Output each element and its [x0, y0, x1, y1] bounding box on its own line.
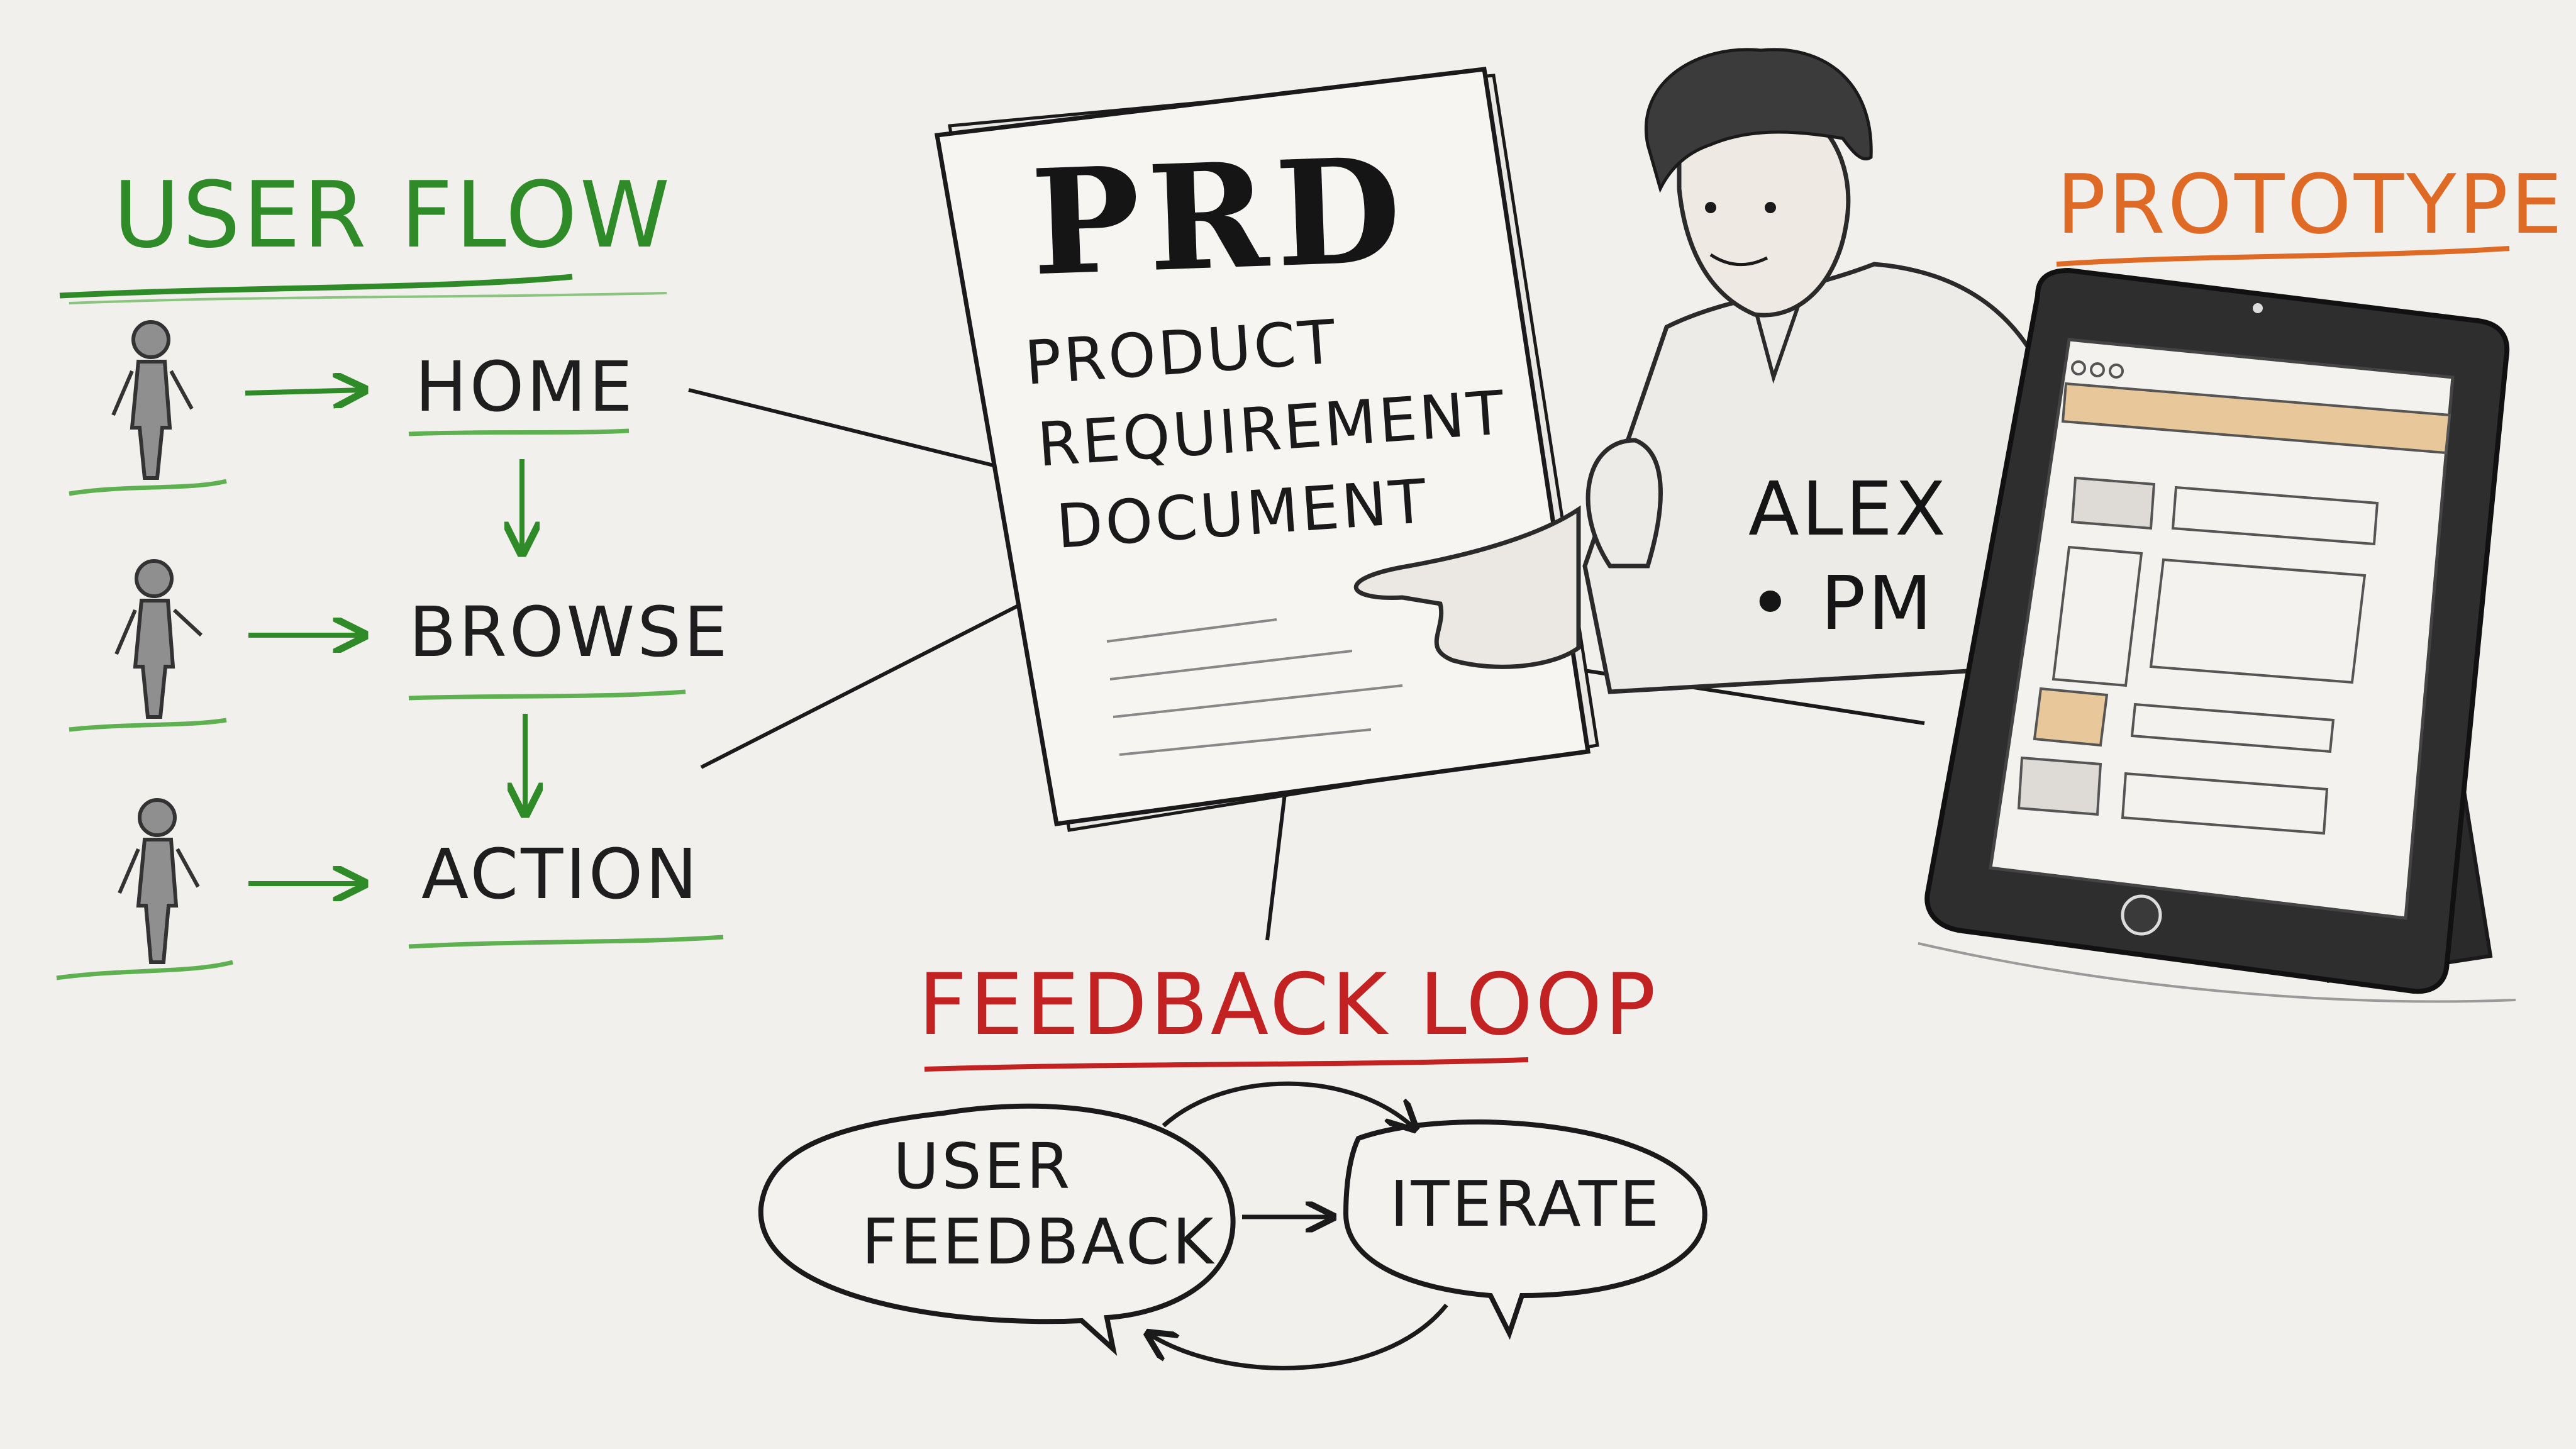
user-feedback-bubble — [758, 1103, 1236, 1357]
person-name-label: ALEX — [1748, 465, 1948, 552]
prototype-title: PROTOTYPE — [2057, 157, 2565, 252]
arrow-persona-to-home — [245, 390, 365, 393]
persona-icon — [118, 798, 200, 964]
persona-ground-line — [69, 718, 227, 732]
person-role-label: • PM — [1748, 560, 1935, 647]
window-control-icon — [2090, 362, 2105, 377]
persona-ground-line — [69, 479, 227, 496]
persona-ground-line — [56, 960, 233, 980]
feedback-loop-title-underline — [924, 1057, 1529, 1072]
prototype-title-underline — [2056, 246, 2510, 267]
home-underline — [408, 428, 630, 436]
prototype-section — [1918, 246, 2516, 1003]
user-flow-section — [56, 274, 724, 980]
flow-step-browse: BROWSE — [409, 592, 730, 672]
loop-node-user-feedback-line: FEEDBACK — [862, 1205, 1216, 1279]
flow-step-action: ACTION — [421, 834, 700, 914]
user-flow-title: USER FLOW — [113, 162, 673, 269]
action-underline — [408, 935, 724, 949]
window-control-icon — [2071, 360, 2086, 375]
window-control-icon — [2109, 364, 2124, 379]
screen-address-bar — [2061, 382, 2451, 455]
connector-prd-to-loop — [1265, 782, 1288, 941]
loop-node-iterate: ITERATE — [1390, 1167, 1662, 1241]
pm-person-illustration — [1353, 48, 2046, 694]
flow-step-home: HOME — [415, 347, 635, 427]
persona-icon — [111, 320, 194, 480]
iterate-bubble — [1343, 1119, 1707, 1340]
tablet-camera — [2253, 303, 2263, 313]
feedback-loop-section — [758, 1057, 1707, 1370]
persona-icon — [114, 559, 203, 719]
connector-action-to-prd — [700, 602, 1023, 769]
loop-node-user-feedback-line: USER — [893, 1130, 1073, 1203]
feedback-loop-title: FEEDBACK LOOP — [918, 955, 1658, 1054]
prd-title: PRD — [1028, 125, 1412, 309]
user-flow-title-underline — [59, 274, 573, 299]
tablet-home-button — [2121, 894, 2162, 936]
connector-home-to-prd — [688, 388, 1007, 470]
arrow-iterate-to-feedback-bottom — [1148, 1303, 1448, 1370]
arrow-feedback-to-iterate-top — [1162, 1081, 1415, 1129]
browse-underline — [408, 689, 686, 701]
user-flow-title-underline-2 — [69, 292, 667, 304]
